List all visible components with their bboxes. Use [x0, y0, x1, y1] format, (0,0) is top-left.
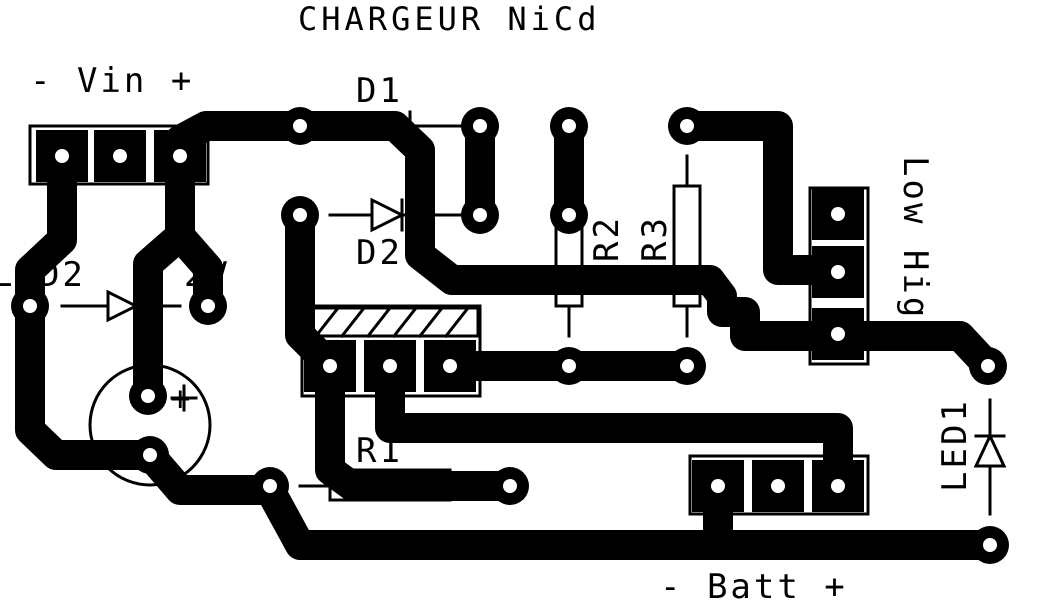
diode-d2-symbol — [328, 197, 462, 233]
label-d1: D1 — [356, 71, 403, 111]
led1-symbol — [973, 398, 1007, 516]
label-vin: - Vin + — [30, 61, 194, 101]
label-r3: R3 — [635, 215, 675, 262]
switch-mode — [812, 188, 864, 360]
label-r2: R2 — [587, 215, 627, 262]
track-regulator-mid — [375, 351, 853, 501]
regulator — [304, 340, 476, 392]
connector-vin-outline — [28, 124, 210, 186]
track-vin-plus — [165, 111, 1003, 381]
track-vin-minus — [15, 141, 1005, 560]
track-regulator-r1 — [315, 351, 525, 501]
label-led1: LED1 — [935, 398, 975, 492]
regulator-heatsink-hatch — [302, 305, 480, 339]
label-d2: D2 — [356, 233, 403, 273]
board-title: CHARGEUR NiCd — [298, 0, 600, 38]
connector-vin — [36, 130, 206, 182]
round-pads — [11, 107, 1009, 564]
connector-batt-outline — [688, 454, 870, 516]
label-batt: - Batt + — [660, 567, 848, 606]
track-vin-plus-down — [133, 141, 195, 411]
connector-batt — [692, 460, 864, 512]
label-mode: Low High — [895, 156, 935, 344]
track-r3-switch — [672, 111, 851, 285]
